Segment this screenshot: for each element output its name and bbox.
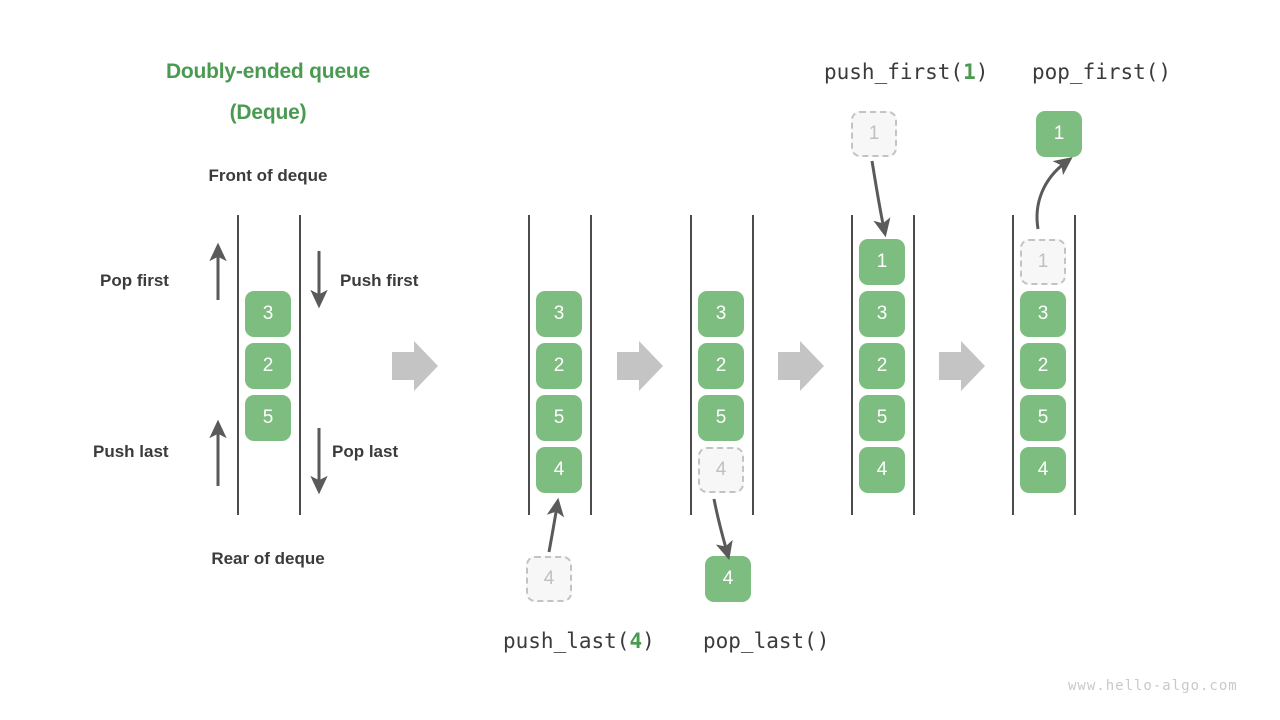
deque-cell-ghost-removed: 4 bbox=[698, 447, 744, 493]
deque-cell: 2 bbox=[536, 343, 582, 389]
push-first-label: Push first bbox=[340, 271, 419, 290]
deque-cell-popped: 1 bbox=[1036, 111, 1082, 157]
rail-left-push-first bbox=[851, 215, 853, 515]
deque-cell: 3 bbox=[1020, 291, 1066, 337]
code-label-push-last-name: push_last( bbox=[503, 629, 630, 653]
page-title-line1: Doubly-ended queue bbox=[165, 60, 371, 83]
code-label-push-first-name: push_first( bbox=[824, 60, 964, 84]
flow-arrow bbox=[778, 341, 824, 391]
deque-cell: 1 bbox=[859, 239, 905, 285]
pop-last-transfer-arrow bbox=[712, 498, 733, 561]
rail-left-pop-first bbox=[1012, 215, 1014, 515]
rear-of-deque-label: Rear of deque bbox=[211, 549, 325, 568]
code-label-pop-last: pop_last() bbox=[703, 629, 830, 653]
flow-arrow bbox=[939, 341, 985, 391]
deque-cell: 3 bbox=[859, 291, 905, 337]
push-last-label: Push last bbox=[93, 442, 169, 461]
code-label-push-last: push_last(4) bbox=[503, 629, 655, 653]
rail-right-pop-first bbox=[1074, 215, 1076, 515]
deque-cell: 2 bbox=[859, 343, 905, 389]
deque-cell: 5 bbox=[1020, 395, 1066, 441]
code-label-push-first-close: ) bbox=[975, 60, 989, 84]
rail-right-pop-last bbox=[752, 215, 754, 515]
flow-arrow bbox=[617, 341, 663, 391]
deque-cell: 5 bbox=[536, 395, 582, 441]
push-last-transfer-arrow bbox=[546, 497, 565, 553]
deque-cell: 2 bbox=[698, 343, 744, 389]
rail-left-pop-last bbox=[690, 215, 692, 515]
code-label-push-last-close: ) bbox=[642, 629, 655, 653]
deque-cell-ghost-incoming: 1 bbox=[851, 111, 897, 157]
front-of-deque-label: Front of deque bbox=[208, 166, 328, 185]
deque-cell: 5 bbox=[245, 395, 291, 441]
deque-cell-ghost-incoming: 4 bbox=[526, 556, 572, 602]
rail-left-overview bbox=[237, 215, 239, 515]
deque-cell: 3 bbox=[536, 291, 582, 337]
pop-last-label: Pop last bbox=[332, 442, 399, 461]
deque-cell: 4 bbox=[536, 447, 582, 493]
rail-right-overview bbox=[299, 215, 301, 515]
rail-right-push-last bbox=[590, 215, 592, 515]
deque-cell: 2 bbox=[245, 343, 291, 389]
deque-cell: 4 bbox=[1020, 447, 1066, 493]
page-title-line2: (Deque) bbox=[229, 101, 307, 124]
code-label-push-last-arg: 4 bbox=[629, 629, 643, 653]
deque-cell-ghost-removed: 1 bbox=[1020, 239, 1066, 285]
code-label-push-first-arg: 1 bbox=[963, 60, 976, 84]
deque-cell: 5 bbox=[859, 395, 905, 441]
flow-arrow bbox=[392, 341, 438, 391]
pop-first-transfer-arrow bbox=[1035, 156, 1073, 230]
rail-left-push-last bbox=[528, 215, 530, 515]
rail-right-push-first bbox=[913, 215, 915, 515]
watermark: www.hello-algo.com bbox=[1068, 678, 1238, 694]
code-label-pop-first: pop_first() bbox=[1032, 60, 1172, 84]
deque-cell: 2 bbox=[1020, 343, 1066, 389]
push-first-transfer-arrow bbox=[870, 160, 891, 238]
deque-cell: 3 bbox=[698, 291, 744, 337]
deque-cell: 5 bbox=[698, 395, 744, 441]
pop-first-label: Pop first bbox=[100, 271, 169, 290]
deque-cell-popped: 4 bbox=[705, 556, 751, 602]
deque-cell: 4 bbox=[859, 447, 905, 493]
code-label-push-first: push_first(1) bbox=[824, 60, 988, 84]
deque-cell: 3 bbox=[245, 291, 291, 337]
